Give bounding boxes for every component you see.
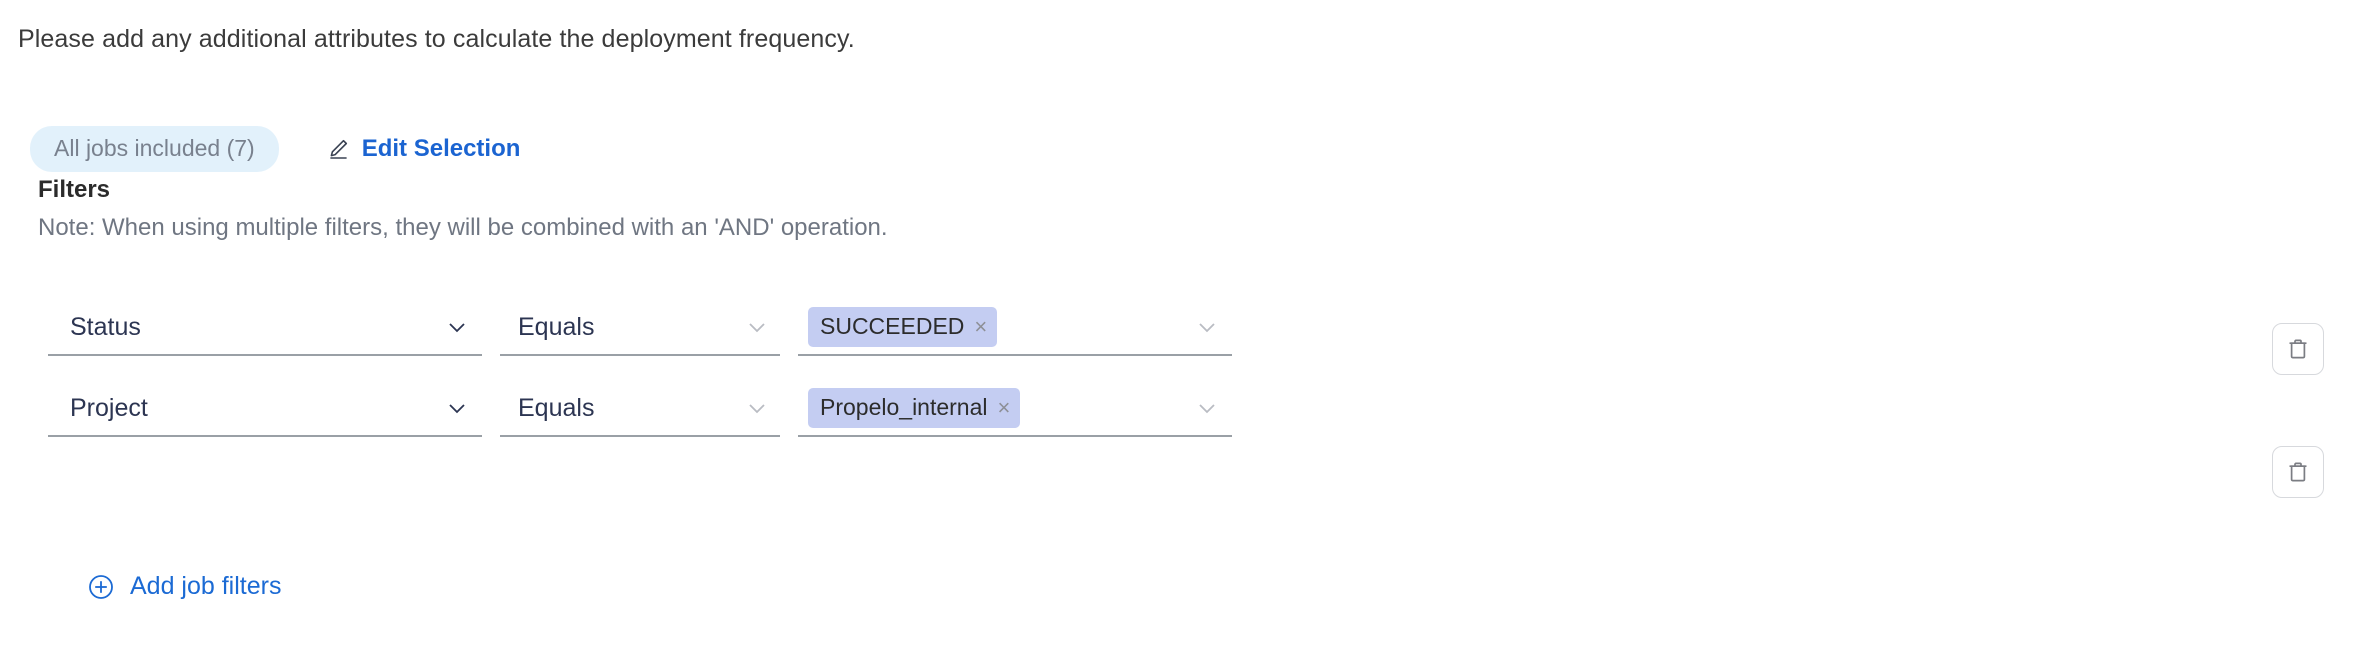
filters-heading: Filters (38, 176, 111, 203)
filter-attribute-select[interactable]: Status (48, 300, 482, 356)
filter-value-chip-label: Propelo_internal (820, 394, 988, 420)
delete-filter-button[interactable] (2272, 323, 2324, 375)
chevron-down-icon (744, 395, 770, 421)
filter-operator-select[interactable]: Equals (500, 381, 780, 437)
edit-selection-label: Edit Selection (361, 135, 521, 162)
filter-row: Project Equals Propelo_internal × (0, 381, 2376, 439)
trash-icon (2286, 460, 2310, 484)
chevron-down-icon (444, 314, 470, 340)
filter-value-select[interactable]: Propelo_internal × (798, 381, 1232, 437)
chevron-down-icon (1194, 314, 1220, 340)
close-icon[interactable]: × (974, 313, 988, 339)
edit-selection-button[interactable]: Edit Selection (327, 135, 521, 163)
job-selection-row: All jobs included (7) Edit Selection (30, 126, 520, 172)
plus-circle-icon (88, 574, 114, 600)
filter-operator-select[interactable]: Equals (500, 300, 780, 356)
filter-value-chip[interactable]: SUCCEEDED × (808, 307, 998, 347)
chevron-down-icon (744, 314, 770, 340)
filters-note: Note: When using multiple filters, they … (38, 214, 888, 241)
filter-value-chip[interactable]: Propelo_internal × (808, 388, 1021, 428)
pencil-icon (327, 138, 349, 160)
filter-attribute-value: Status (70, 312, 141, 341)
add-job-filters-label: Add job filters (130, 572, 282, 600)
chevron-down-icon (1194, 395, 1220, 421)
delete-filter-button[interactable] (2272, 446, 2324, 498)
filter-operator-value: Equals (518, 393, 595, 422)
jobs-included-badge: All jobs included (7) (30, 126, 279, 172)
filter-attribute-value: Project (70, 393, 148, 422)
filter-row: Status Equals SUCCEEDED × (0, 300, 2376, 358)
filter-operator-value: Equals (518, 312, 595, 341)
filter-value-select[interactable]: SUCCEEDED × (798, 300, 1232, 356)
filter-value-chip-label: SUCCEEDED (820, 313, 965, 339)
add-job-filters-button[interactable]: Add job filters (88, 572, 281, 601)
filter-attribute-select[interactable]: Project (48, 381, 482, 437)
trash-icon (2286, 337, 2310, 361)
chevron-down-icon (444, 395, 470, 421)
page-instruction: Please add any additional attributes to … (18, 25, 855, 53)
close-icon[interactable]: × (997, 394, 1011, 420)
